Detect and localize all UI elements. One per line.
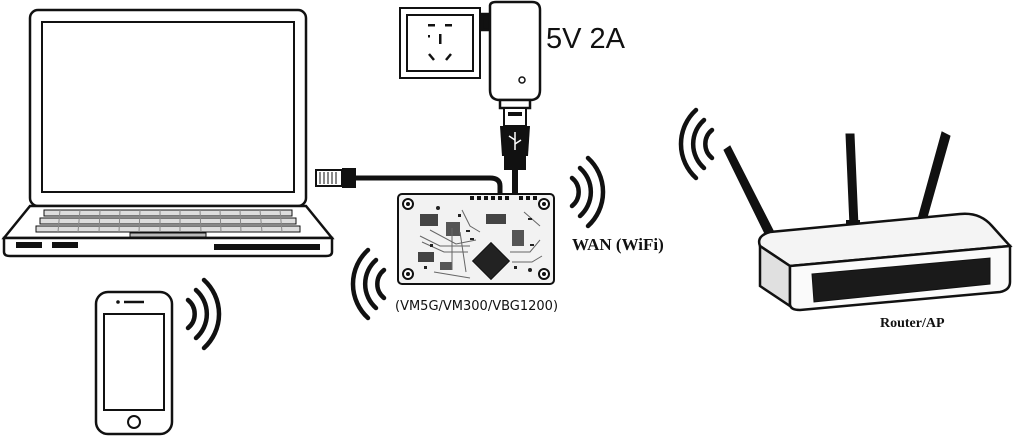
- wifi-signal-icon: [678, 107, 715, 181]
- wifi-signal-icon: [185, 277, 222, 351]
- device-models-label: (VM5G/VM300/VBG1200): [395, 299, 558, 314]
- smartphone-icon: [94, 290, 174, 436]
- router-label: Router/AP: [880, 316, 945, 331]
- usb-plug-icon: [500, 107, 530, 196]
- power-label: 5V 2A: [546, 23, 626, 55]
- wan-label: WAN (WiFi): [572, 235, 664, 254]
- circuit-board-icon: [397, 193, 555, 285]
- ethernet-plug-icon: [315, 168, 503, 196]
- wall-outlet-icon: [399, 7, 481, 79]
- wifi-signal-icon: [569, 155, 606, 229]
- power-adapter-icon: [480, 0, 542, 110]
- wifi-router-icon: [723, 131, 1013, 312]
- laptop-icon: [1, 8, 335, 258]
- wifi-signal-icon: [350, 247, 387, 321]
